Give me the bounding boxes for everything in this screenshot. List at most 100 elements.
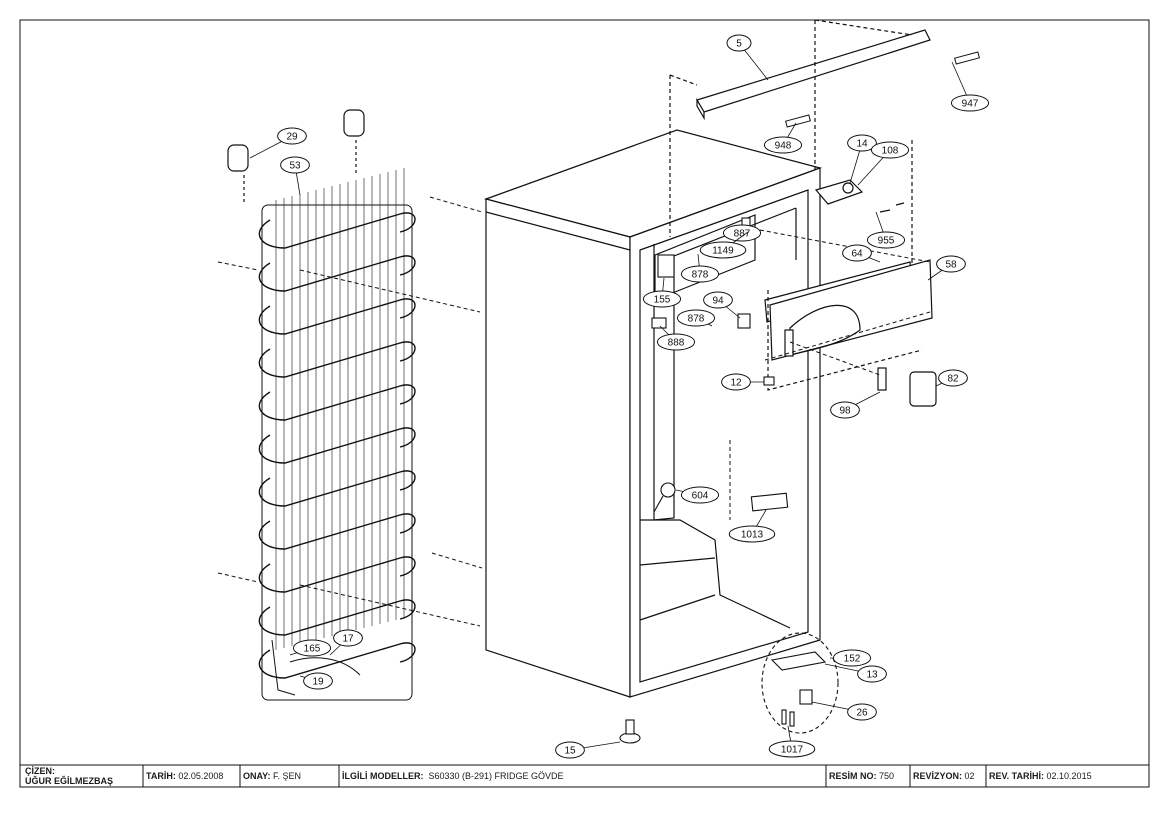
title-models: İLGİLİ MODELLER: S60330 (B-291) FRIDGE G… xyxy=(339,765,826,787)
small-parts xyxy=(651,217,789,513)
callout-c64: 64 xyxy=(842,244,881,263)
callout-c1149: 1149 xyxy=(699,231,749,259)
callout-bubble xyxy=(870,141,910,159)
callout-label: 948 xyxy=(775,141,792,152)
callout-label: 26 xyxy=(856,708,868,719)
plug-29-parts xyxy=(227,109,365,205)
callout-c58: 58 xyxy=(927,255,966,281)
callout-bubble xyxy=(950,94,990,112)
top-bar xyxy=(669,19,931,237)
drawn-by-value: UĞUR EĞİLMEZBAŞ xyxy=(25,776,114,786)
callout-label: 64 xyxy=(851,249,863,260)
freezer-door xyxy=(764,259,937,407)
drawn-by-label: ÇİZEN: xyxy=(25,766,55,776)
callout-c108: 108 xyxy=(857,141,910,186)
callout-label: 955 xyxy=(878,236,895,247)
title-approved: ONAY: F. ŞEN xyxy=(240,765,339,787)
part-947 xyxy=(954,51,980,65)
callout-bubble xyxy=(830,401,860,419)
title-drawing-no: RESİM NO: 750 xyxy=(826,765,910,787)
callout-bubble xyxy=(842,244,872,262)
callout-c17: 17 xyxy=(329,629,363,656)
callout-c1013: 1013 xyxy=(728,509,776,543)
callout-bubble xyxy=(847,134,877,152)
callout-bubble xyxy=(680,486,720,504)
callout-label: 98 xyxy=(839,406,851,417)
drawing-no-label: RESİM NO: xyxy=(829,771,877,781)
callout-bubble xyxy=(832,649,872,667)
callout-label: 94 xyxy=(712,296,724,307)
callout-bubble xyxy=(721,373,751,391)
callout-bubble xyxy=(938,369,968,387)
callout-label: 58 xyxy=(945,260,957,271)
callout-c29: 29 xyxy=(249,127,307,159)
drawing-no-value: 750 xyxy=(879,771,895,781)
callout-label: 878 xyxy=(692,270,709,281)
callout-label: 12 xyxy=(730,378,742,389)
callout-label: 1013 xyxy=(741,530,764,541)
cabinet-body xyxy=(483,129,823,698)
callout-c604: 604 xyxy=(675,486,720,504)
approved-value: F. ŞEN xyxy=(273,771,302,781)
callout-bubble xyxy=(642,290,682,308)
outer-border xyxy=(19,19,1150,788)
revision-label: REVİZYON: xyxy=(913,771,963,781)
callout-label: 29 xyxy=(286,132,298,143)
callout-c5: 5 xyxy=(726,34,769,81)
callout-c98: 98 xyxy=(830,391,881,419)
callout-label: 155 xyxy=(654,295,671,306)
title-revision: REVİZYON: 02 xyxy=(910,765,986,787)
callout-bubble xyxy=(703,291,733,309)
callout-bubble xyxy=(680,265,720,283)
callout-label: 1017 xyxy=(781,745,804,756)
callout-bubble xyxy=(333,629,363,647)
callout-label: 1149 xyxy=(712,246,734,257)
callout-label: 888 xyxy=(668,338,685,349)
callout-bubble xyxy=(857,665,887,683)
callout-bubble xyxy=(936,255,966,273)
callout-bubble xyxy=(676,309,716,327)
callout-bubble xyxy=(280,156,310,174)
rev-date-label: REV. TARİHİ: xyxy=(989,771,1045,781)
callout-label: 82 xyxy=(947,374,959,385)
callout-c888: 888 xyxy=(656,325,696,351)
callout-label: 53 xyxy=(289,161,301,172)
callout-c26: 26 xyxy=(811,701,877,721)
callout-c955: 955 xyxy=(866,211,906,249)
callout-c152: 152 xyxy=(830,649,872,667)
approved-label: ONAY: xyxy=(243,771,271,781)
date-label: TARİH: xyxy=(146,771,176,781)
rev-date-value: 02.10.2015 xyxy=(1046,771,1092,781)
callout-label: 152 xyxy=(844,654,861,665)
callout-c14: 14 xyxy=(847,134,877,184)
callout-bubble xyxy=(722,224,762,242)
callout-bubble xyxy=(292,639,332,657)
callout-bubble xyxy=(763,136,803,154)
title-drawn-by: ÇİZEN: UĞUR EĞİLMEZBAŞ xyxy=(22,765,142,787)
callout-c19: 19 xyxy=(299,672,333,690)
callout-c878a: 878 xyxy=(680,253,720,283)
callout-c887: 887 xyxy=(722,224,762,242)
callout-c15: 15 xyxy=(555,741,621,759)
callout-c878b: 878 xyxy=(676,309,716,327)
callout-bubble xyxy=(303,672,333,690)
callout-bubble xyxy=(728,525,776,543)
callout-label: 13 xyxy=(866,670,878,681)
callout-c53: 53 xyxy=(280,156,310,196)
callout-label: 947 xyxy=(962,99,979,110)
callout-label: 165 xyxy=(304,644,321,655)
part-948 xyxy=(785,114,811,128)
callout-c948: 948 xyxy=(763,122,803,154)
callout-c1017: 1017 xyxy=(768,725,816,758)
callout-label: 19 xyxy=(312,677,324,688)
callout-c155: 155 xyxy=(642,277,682,308)
callout-bubble xyxy=(866,231,906,249)
callout-c13: 13 xyxy=(824,663,887,683)
date-value: 02.05.2008 xyxy=(178,771,224,781)
callout-bubble xyxy=(847,703,877,721)
callout-label: 887 xyxy=(734,229,751,240)
callout-c12: 12 xyxy=(721,373,764,391)
condenser-coil xyxy=(258,168,416,701)
